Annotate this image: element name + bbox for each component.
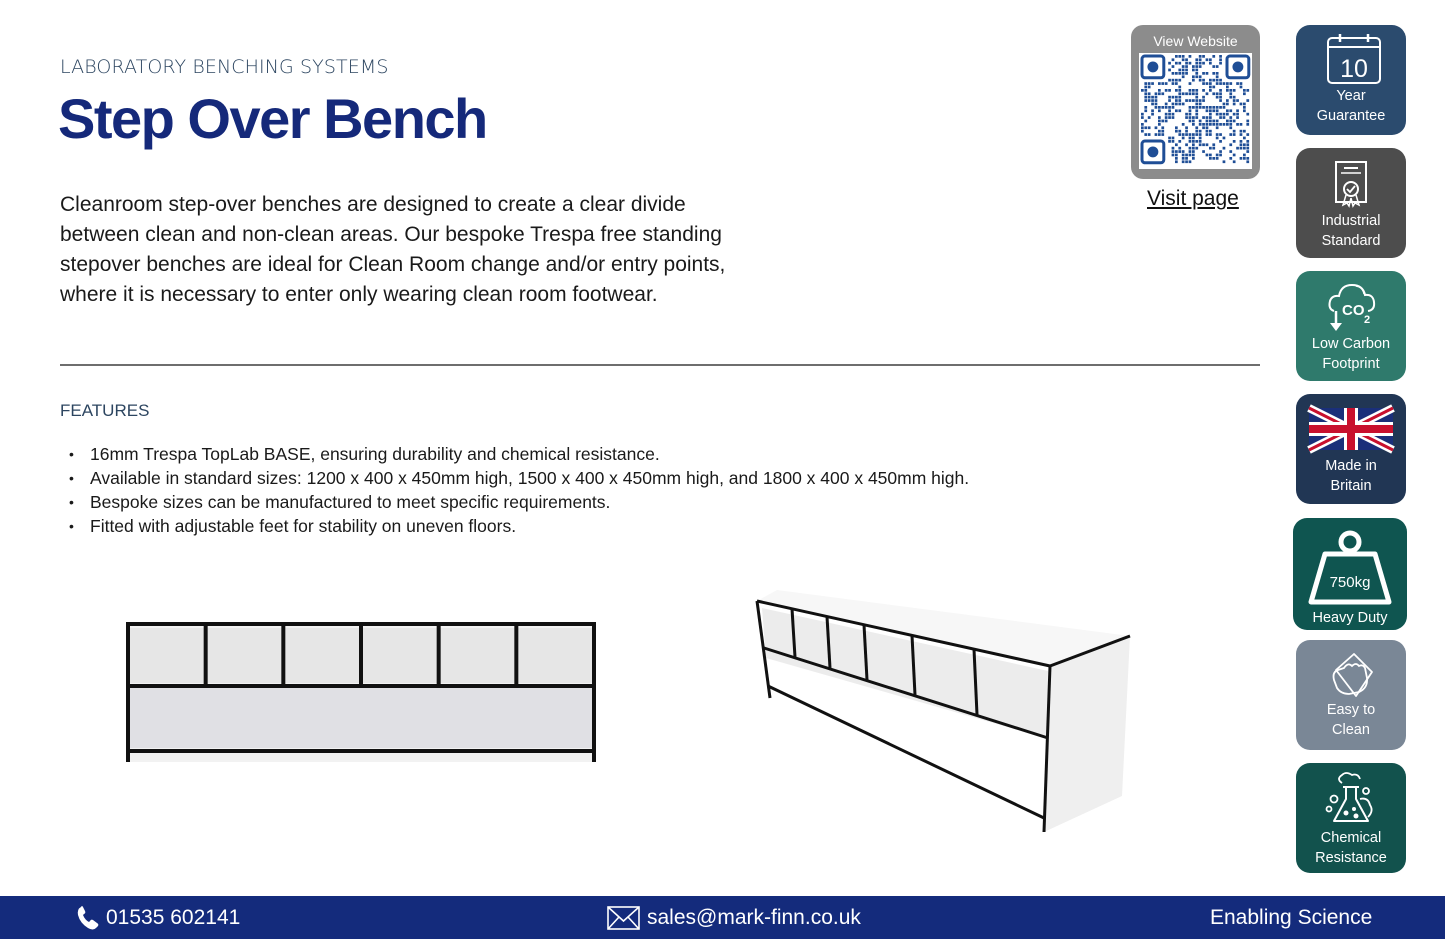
badge-label: Easy to Clean [1296,701,1406,740]
section-divider [60,364,1260,366]
badge-line: Industrial [1321,213,1381,229]
feature-item: Bespoke sizes can be manufactured to mee… [60,490,969,514]
cubby-divider [862,624,869,680]
feature-item: Available in standard sizes: 1200 x 400 … [60,466,969,490]
badge-industrial-standard: Industrial Standard [1296,148,1406,258]
qr-label: View Website [1153,33,1238,49]
phone-number: 01535 602141 [106,905,241,929]
certificate-icon [1335,161,1367,208]
badge-easy-to-clean: Easy to Clean [1296,640,1406,750]
feature-item: 16mm Trespa TopLab BASE, ensuring durabi… [60,442,969,466]
email-address: sales@mark-finn.co.uk [647,905,861,929]
badge-line: Britain [1330,477,1372,494]
features-heading: FEATURES [60,401,150,420]
footer-email[interactable]: sales@mark-finn.co.uk [607,896,861,939]
badge-line: Year [1336,88,1366,104]
page-title: Step Over Bench [58,87,488,150]
cubby-divider [825,616,832,669]
badge-line: Clean [1332,721,1370,738]
phone-icon [77,905,99,929]
weight-value: 750kg [1330,574,1371,591]
badge-line: Chemical [1320,830,1382,846]
co2-cloud-icon: CO 2 [1328,283,1376,331]
badge-label: Chemical Resistance [1296,829,1406,868]
badge-chemical-resistance: Chemical Resistance [1296,763,1406,873]
badge-label: Low Carbon Footprint [1296,335,1406,374]
intro-paragraph: Cleanroom step-over benches are designed… [60,193,726,306]
footer-phone[interactable]: 01535 602141 [76,896,240,939]
qr-finder-pattern [1140,139,1166,165]
badge-line: Made in [1325,458,1377,474]
footer-bar: 01535 602141 sales@mark-finn.co.uk Enabl… [0,896,1445,939]
badge-label: Made in Britain [1296,457,1406,496]
badge-line: Easy to [1326,702,1376,718]
cubby-divider [972,649,979,715]
badge-year-guarantee: 10 Year Guarantee [1296,25,1406,135]
qr-code-icon[interactable] [1139,53,1252,169]
qr-card[interactable]: View Website [1131,25,1260,179]
bench-front-view-image [126,622,596,762]
cubby-divider [910,635,917,695]
cubby-divider [790,608,797,657]
badge-line: Low Carbon [1311,336,1391,352]
badge-made-in-britain: Made in Britain [1296,394,1406,504]
badge-line: Footprint [1322,355,1380,372]
qr-code-graphic [1140,54,1251,165]
badge-label: Year Guarantee [1296,87,1406,126]
badge-line: Guarantee [1316,107,1386,124]
calendar-number: 10 [1340,55,1368,83]
co2-subscript: 2 [1364,314,1370,326]
badge-label: Heavy Duty [1312,610,1388,626]
visit-page-link[interactable]: Visit page [1147,187,1239,210]
badge-label: Industrial Standard [1296,212,1406,251]
bench-perspective-view-image [755,590,1131,833]
envelope-icon [607,905,640,930]
category-label: LABORATORY BENCHING SYSTEMS [60,56,389,78]
badge-line: Resistance [1315,849,1387,866]
chemical-flask-icon [1325,772,1373,822]
badge-heavy-duty: 750kg Heavy Duty [1293,518,1407,630]
feature-item: Fitted with adjustable feet for stabilit… [60,514,969,538]
co2-text: CO [1342,302,1365,319]
wiping-hand-icon [1332,653,1373,697]
features-list: 16mm Trespa TopLab BASE, ensuring durabi… [60,442,969,538]
footer-tagline: Enabling Science [1210,905,1373,929]
qr-finder-pattern [1140,54,1166,80]
weight-icon: 750kg [1308,530,1392,605]
calendar-icon: 10 [1327,34,1381,84]
qr-finder-pattern [1225,54,1251,80]
badge-low-carbon: CO 2 Low Carbon Footprint [1296,271,1406,381]
badge-line: Standard [1321,232,1381,249]
union-jack-flag-icon [1307,404,1395,454]
